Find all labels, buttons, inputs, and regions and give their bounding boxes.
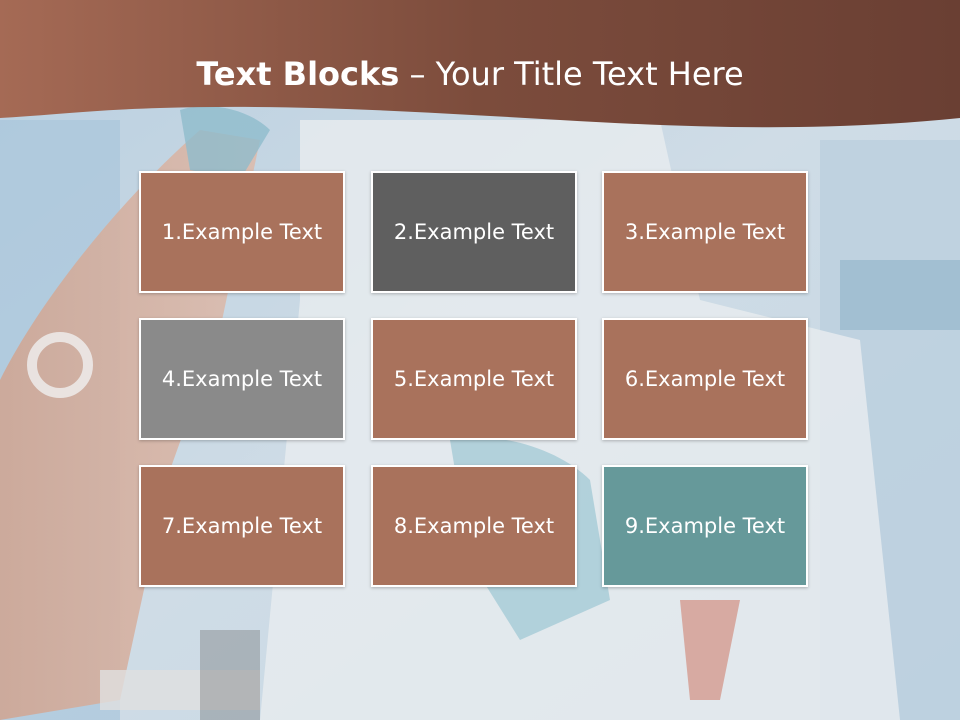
slide-title-rest: – Your Title Text Here <box>399 55 744 93</box>
text-block-label: 1.Example Text <box>161 220 323 244</box>
slide-title-bold: Text Blocks <box>196 55 400 93</box>
text-block-1: 1.Example Text <box>139 171 345 293</box>
text-block-label: 4.Example Text <box>161 367 323 391</box>
text-block-label: 6.Example Text <box>624 367 786 391</box>
text-block-9: 9.Example Text <box>602 465 808 587</box>
title-banner <box>0 0 960 128</box>
text-block-7: 7.Example Text <box>139 465 345 587</box>
text-block-label: 9.Example Text <box>624 514 786 538</box>
text-block-label: 3.Example Text <box>624 220 786 244</box>
text-block-4: 4.Example Text <box>139 318 345 440</box>
text-block-label: 8.Example Text <box>393 514 555 538</box>
text-block-8: 8.Example Text <box>371 465 577 587</box>
text-block-label: 7.Example Text <box>161 514 323 538</box>
text-block-3: 3.Example Text <box>602 171 808 293</box>
text-block-label: 5.Example Text <box>393 367 555 391</box>
text-block-2: 2.Example Text <box>371 171 577 293</box>
text-block-5: 5.Example Text <box>371 318 577 440</box>
text-block-label: 2.Example Text <box>393 220 555 244</box>
text-block-6: 6.Example Text <box>602 318 808 440</box>
slide-title: Text Blocks – Your Title Text Here <box>0 52 940 96</box>
